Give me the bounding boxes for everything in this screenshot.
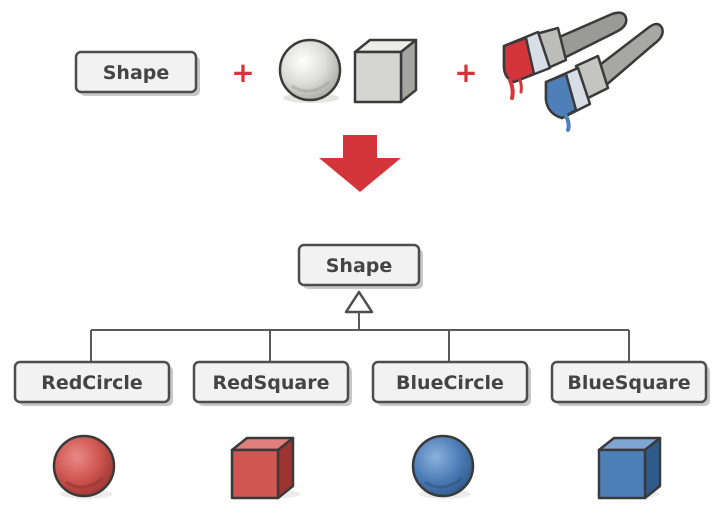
top-shape-label: Shape xyxy=(103,62,170,84)
blue-paintbrush-icon xyxy=(544,22,664,132)
down-arrow-icon xyxy=(319,135,401,192)
blue-sphere-icon xyxy=(411,434,475,499)
child-box-bluecircle: BlueCircle xyxy=(371,360,531,406)
parent-shape-box: Shape xyxy=(297,243,423,289)
red-cube-icon xyxy=(230,436,300,500)
child-box-redsquare: RedSquare xyxy=(192,360,352,406)
inheritance-connector xyxy=(90,290,630,362)
red-sphere-icon xyxy=(52,434,116,499)
child-label: BlueSquare xyxy=(567,372,690,394)
plus-sign-1: + xyxy=(231,56,254,89)
parent-shape-label: Shape xyxy=(326,255,393,277)
child-box-redcircle: RedCircle xyxy=(13,360,173,406)
red-paintbrush-icon xyxy=(502,11,628,100)
sphere-icon xyxy=(278,38,342,103)
child-label: RedSquare xyxy=(212,372,329,394)
cube-icon xyxy=(353,38,418,104)
plus-sign-2: + xyxy=(454,56,477,89)
blue-cube-icon xyxy=(596,436,662,500)
child-label: BlueCircle xyxy=(396,372,504,394)
child-box-bluesquare: BlueSquare xyxy=(550,360,710,406)
top-shape-box: Shape xyxy=(74,50,200,96)
child-label: RedCircle xyxy=(41,372,143,394)
